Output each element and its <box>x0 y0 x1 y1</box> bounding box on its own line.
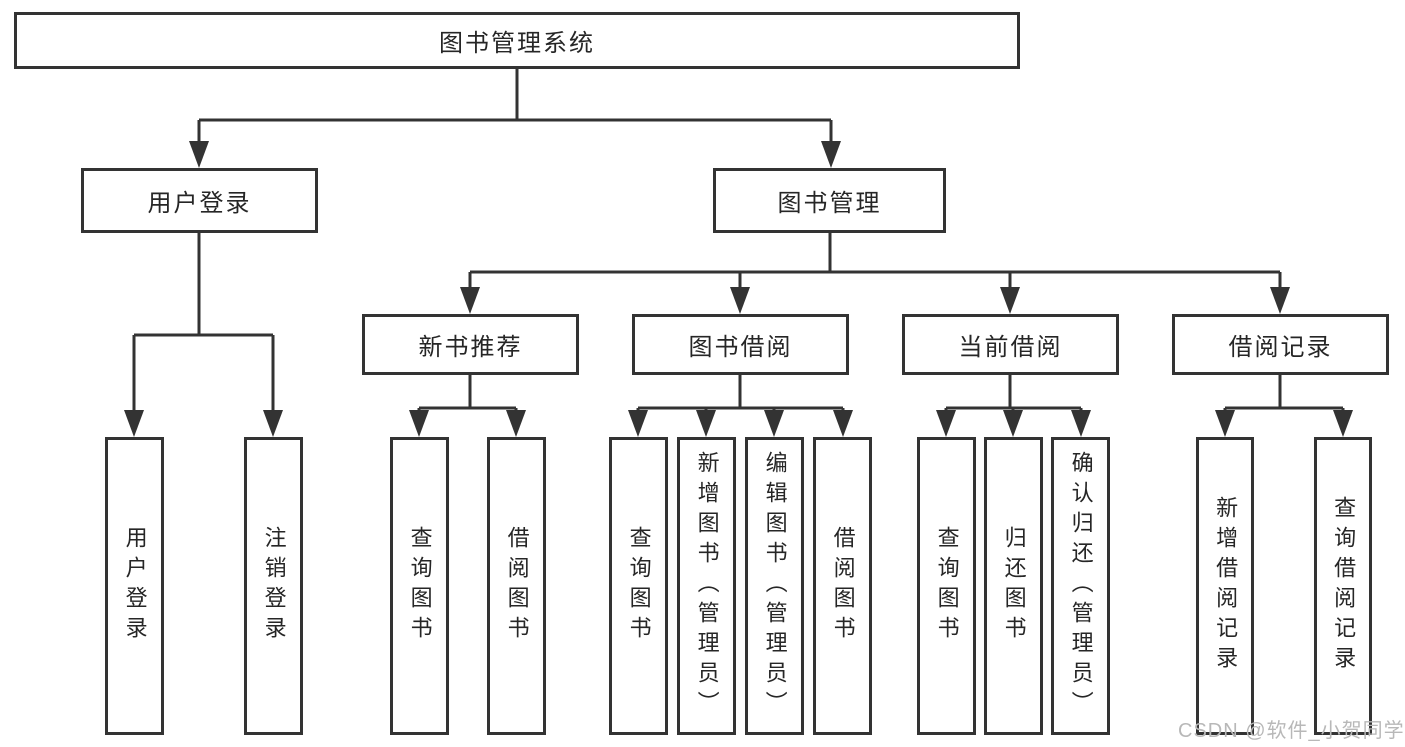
node-label: 新增借阅记录 <box>1213 496 1239 676</box>
node-label: 编辑图书（管理员） <box>762 451 788 721</box>
node-label: 确认归还（管理员） <box>1068 451 1094 721</box>
node-label: 查询图书 <box>626 526 652 646</box>
node-add-borrow-record: 新增借阅记录 <box>1196 437 1254 735</box>
node-query-books: 查询图书 <box>917 437 976 735</box>
node-current-borrowing: 当前借阅 <box>902 314 1119 375</box>
node-edit-books-admin: 编辑图书（管理员） <box>745 437 804 735</box>
node-confirm-return-admin: 确认归还（管理员） <box>1051 437 1110 735</box>
node-label: 查询图书 <box>934 526 960 646</box>
watermark: CSDN @软件_小贺同学 <box>1178 720 1405 742</box>
node-new-book-recommend: 新书推荐 <box>362 314 579 375</box>
node-label: 注销登录 <box>261 526 287 646</box>
node-query-borrow-record: 查询借阅记录 <box>1314 437 1372 735</box>
node-add-books-admin: 新增图书（管理员） <box>677 437 736 735</box>
node-label: 查询借阅记录 <box>1331 496 1357 676</box>
node-query-books: 查询图书 <box>390 437 449 735</box>
node-user-login-leaf: 用户登录 <box>105 437 164 735</box>
node-return-books: 归还图书 <box>984 437 1043 735</box>
node-library-system: 图书管理系统 <box>14 12 1020 69</box>
node-label: 归还图书 <box>1001 526 1027 646</box>
node-label: 用户登录 <box>122 526 148 646</box>
node-label: 新增图书（管理员） <box>694 451 720 721</box>
node-label: 查询图书 <box>407 526 433 646</box>
node-borrow-records: 借阅记录 <box>1172 314 1389 375</box>
node-book-borrowing: 图书借阅 <box>632 314 849 375</box>
node-label: 借阅图书 <box>504 526 530 646</box>
node-user-login: 用户登录 <box>81 168 318 233</box>
node-label: 借阅图书 <box>830 526 856 646</box>
node-borrow-books: 借阅图书 <box>813 437 872 735</box>
node-query-books: 查询图书 <box>609 437 668 735</box>
node-logout-leaf: 注销登录 <box>244 437 303 735</box>
node-book-management: 图书管理 <box>713 168 946 233</box>
node-borrow-books: 借阅图书 <box>487 437 546 735</box>
